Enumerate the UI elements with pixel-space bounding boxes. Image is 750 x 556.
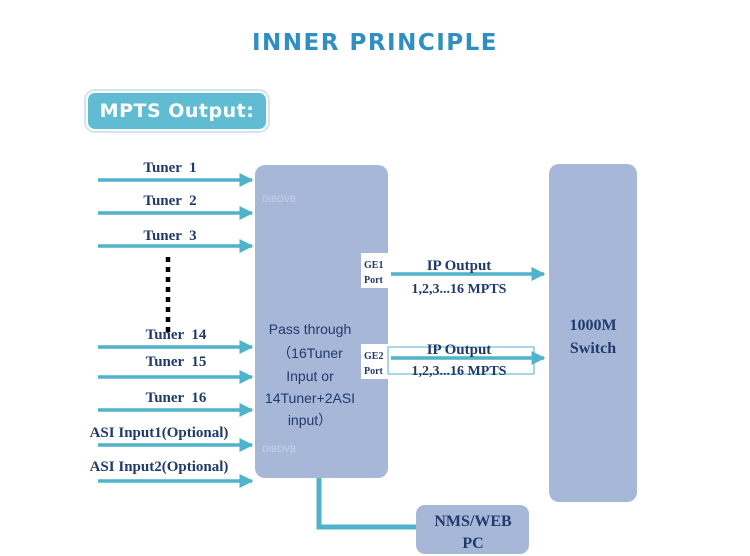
processor-box	[255, 165, 388, 478]
ge2-port-name: GE2	[364, 351, 383, 362]
switch-label-line2: Switch	[570, 340, 616, 357]
input-label: Tuner 3	[143, 228, 196, 244]
ge2-output-frame	[387, 346, 535, 375]
switch-box	[549, 164, 637, 502]
processor-text: Input or	[286, 368, 334, 384]
switch-label-line1: 1000M	[569, 317, 616, 334]
ge2-output-detail: 1,2,3...16 MPTS	[412, 364, 507, 379]
ge1-port-label: Port	[364, 275, 384, 286]
processor-watermark: DIBOVB	[262, 194, 296, 204]
nms-box	[416, 505, 529, 554]
input-label: Tuner 16	[146, 390, 207, 406]
page-title: INNER PRINCIPLE	[251, 30, 499, 56]
processor-watermark: DIBOVB	[262, 444, 296, 454]
ge2-port	[361, 344, 391, 379]
processor-text: Pass through	[269, 321, 352, 337]
nms-label-line2: PC	[462, 535, 483, 552]
processor-text: input）	[288, 412, 332, 428]
input-label: Tuner 1	[143, 160, 196, 176]
ge2-output-title: IP Output	[427, 342, 492, 358]
ge1-port	[361, 253, 391, 288]
input-label: ASI Input1(Optional)	[90, 425, 229, 441]
nms-connector	[316, 478, 416, 530]
input-label: Tuner 14	[146, 327, 207, 343]
input-label: ASI Input2(Optional)	[90, 459, 229, 475]
nms-label-line1: NMS/WEB	[434, 513, 512, 530]
section-badge: MPTS Output:	[88, 93, 266, 129]
input-label: Tuner 15	[146, 354, 207, 370]
ge2-port-label: Port	[364, 366, 384, 377]
ge1-output-detail: 1,2,3...16 MPTS	[412, 282, 507, 297]
input-label: Tuner 2	[143, 193, 196, 209]
processor-text: 14Tuner+2ASI	[265, 390, 355, 406]
processor-text: （16Tuner	[277, 345, 343, 361]
ge1-output-title: IP Output	[427, 258, 492, 274]
ge1-port-name: GE1	[364, 260, 383, 271]
